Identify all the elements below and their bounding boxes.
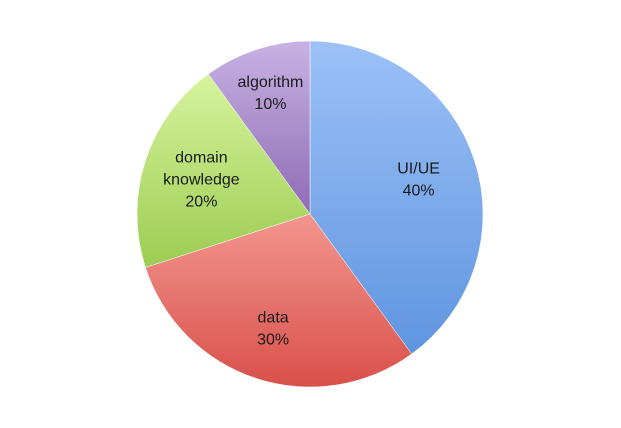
slice-category-label: UI/UE <box>397 161 440 178</box>
slice-value-label: 10% <box>254 96 286 113</box>
slice-value-label: 30% <box>257 332 289 349</box>
pie-slice-ui-ue <box>309 40 484 355</box>
slice-category-label: domain <box>175 150 227 167</box>
slice-category-label: data <box>258 310 289 327</box>
slice-value-label: 40% <box>403 183 435 200</box>
slice-label-data: data 30% <box>257 310 289 349</box>
pie-slice-algorithm <box>207 40 311 215</box>
slice-label-algorithm: algorithm 10% <box>238 74 304 113</box>
slices-layer <box>136 40 484 388</box>
pie-slice-data <box>145 213 413 388</box>
labels-layer: UI/UE 40% data 30% domain knowledge 20% algorit… <box>163 74 440 348</box>
slice-value-label: 20% <box>185 194 217 211</box>
pie-slice-domain-knowledge <box>136 73 311 268</box>
slice-category-label: algorithm <box>238 74 304 91</box>
slice-label-domain-knowledge: domain knowledge 20% <box>163 150 240 211</box>
slice-category-label: knowledge <box>163 172 240 189</box>
slice-label-ui-ue: UI/UE 40% <box>397 161 440 200</box>
